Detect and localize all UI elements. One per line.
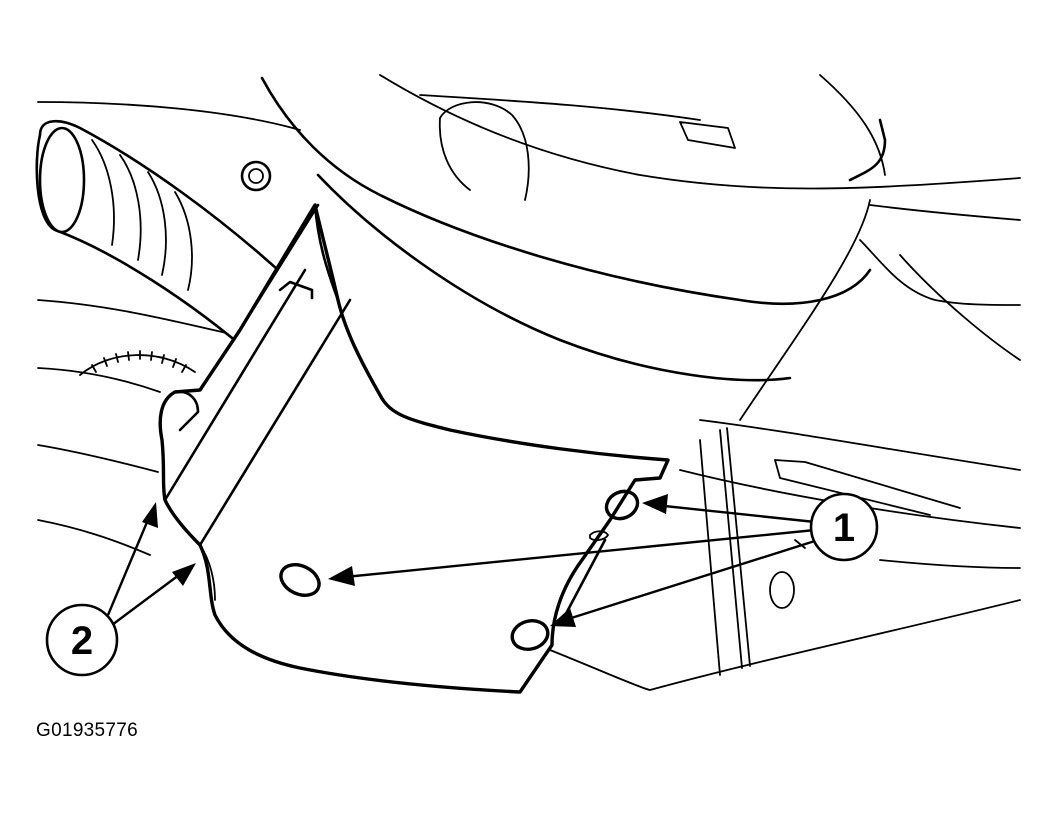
figure-id-label: G01935776 [36, 720, 139, 741]
callout-2-leaders [106, 502, 196, 626]
mounting-holes [279, 489, 640, 652]
hole-left [279, 563, 321, 597]
callout-1-label: 1 [833, 506, 855, 550]
console-body [260, 76, 887, 382]
hole-lower [510, 618, 550, 652]
callout-1: 1 [809, 492, 879, 562]
callout-1-leaders [328, 494, 819, 627]
crossmember [699, 427, 961, 676]
bolt-head [240, 160, 272, 192]
lever-handle [35, 120, 317, 387]
dial-scale [79, 350, 196, 376]
callout-2-label: 2 [71, 619, 93, 663]
bracket [158, 203, 670, 694]
callout-2: 2 [45, 603, 119, 677]
hole-upper [604, 489, 640, 521]
